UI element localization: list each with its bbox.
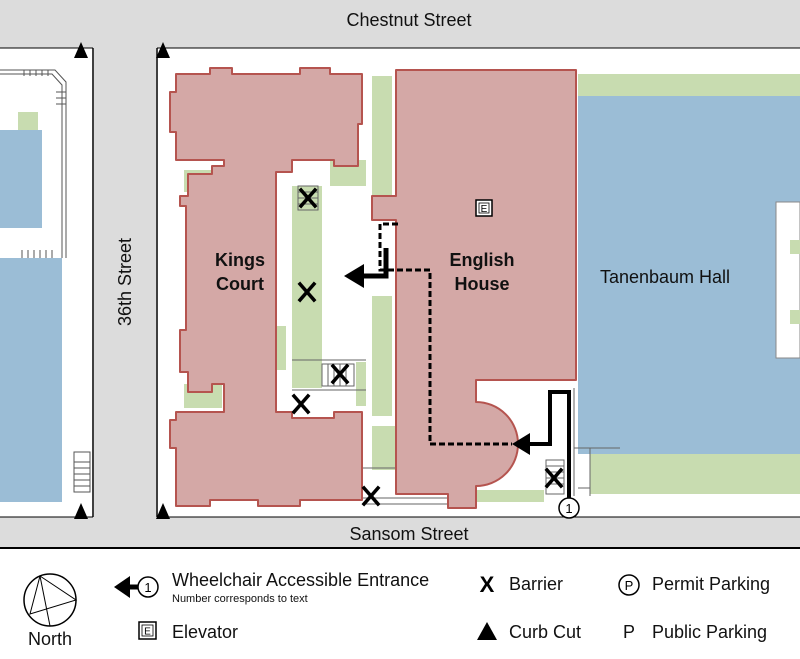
barrier-icon (291, 393, 311, 415)
north-label: North (28, 629, 72, 649)
barrier-icon (298, 187, 318, 209)
chestnut-street-label: Chestnut Street (346, 10, 471, 30)
curb-cut-icon (74, 42, 88, 58)
sansom-street-road (0, 517, 800, 547)
legend-public-label: Public Parking (652, 622, 767, 642)
barrier-icon (544, 467, 564, 489)
legend-permit-icon: P (618, 574, 640, 596)
english-house-label-line1: English (449, 250, 514, 270)
courtyard-entrance-arrow (344, 248, 389, 288)
legend-elevator-letter: E (144, 627, 151, 638)
legend-barrier-label: Barrier (509, 574, 563, 594)
tanenbaum-hall-label: Tanenbaum Hall (600, 267, 730, 287)
barrier-icon (330, 363, 350, 385)
legend-entrance-label: Wheelchair Accessible Entrance (172, 570, 429, 590)
english-house-label-line2: House (454, 274, 509, 294)
legend-entrance-note: Number corresponds to text (172, 593, 308, 605)
curb-cut-icon (74, 503, 88, 519)
sansom-entrance-arrow (512, 390, 571, 498)
curb-cut-icon (156, 503, 170, 519)
barrier-icon (361, 485, 381, 507)
tanenbaum-hall (578, 74, 800, 494)
english-house-building (371, 69, 577, 509)
chestnut-street-road (0, 0, 800, 48)
sansom-street-label: Sansom Street (349, 524, 468, 544)
accessible-route-path (378, 222, 512, 446)
legend-entrance-number: 1 (144, 580, 151, 595)
legend-curb-cut-label: Curb Cut (509, 622, 581, 642)
kings-court-label-line2: Court (216, 274, 264, 294)
entrance-number-marker: 1 (558, 497, 580, 519)
legend-elevator-icon: E (138, 621, 157, 640)
36th-street-label: 36th Street (115, 238, 135, 326)
barrier-markers (291, 187, 564, 507)
legend-public-symbol: P (623, 622, 635, 642)
kings-court-label-line1: Kings (215, 250, 265, 270)
legend-permit-label: Permit Parking (652, 574, 770, 594)
elevator-marker: E (475, 199, 493, 217)
legend-permit-symbol: P (625, 578, 634, 593)
courtyard-grass (184, 76, 544, 502)
elevator-marker-letter: E (481, 204, 488, 215)
curb-cut-icon (156, 42, 170, 58)
north-compass (23, 573, 78, 627)
legend-entrance-icon: 1 (114, 576, 159, 598)
west-neighbor-block (0, 69, 91, 502)
legend-barrier-symbol: X (480, 572, 495, 597)
legend-elevator-label: Elevator (172, 622, 238, 642)
36th-street-road (94, 48, 156, 517)
legend: North 1 Wheelchair Accessible Entrance N… (23, 570, 770, 649)
entrance-number-text: 1 (565, 501, 572, 516)
barrier-icon (297, 281, 317, 303)
curb-cut-markers (74, 42, 170, 519)
legend-curb-cut-icon (477, 622, 497, 640)
kings-court-building (169, 67, 363, 507)
